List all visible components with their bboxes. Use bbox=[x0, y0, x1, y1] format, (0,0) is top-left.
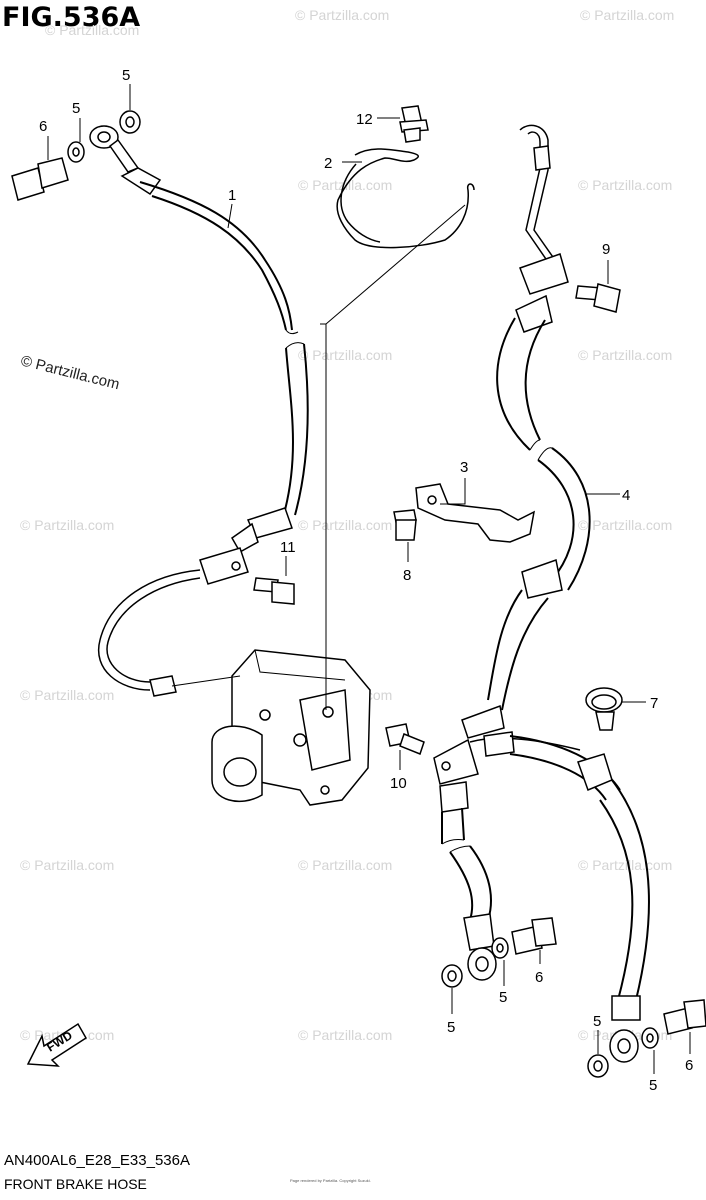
bracket-3 bbox=[415, 483, 536, 543]
bolt-9 bbox=[575, 283, 621, 313]
washer-5-middle-a bbox=[491, 937, 509, 959]
brake-hose-4 bbox=[433, 124, 591, 785]
callout-8: 8 bbox=[403, 567, 411, 584]
watermark: © Partzilla.com bbox=[298, 857, 392, 873]
figure-title: FIG.536A bbox=[2, 2, 141, 33]
callout-7: 7 bbox=[650, 695, 658, 712]
callout-leaders bbox=[47, 84, 691, 1074]
callout-5: 5 bbox=[593, 1013, 601, 1030]
washer-5-bottom-b bbox=[587, 1054, 609, 1078]
callout-4: 4 bbox=[622, 487, 630, 504]
bolt-12 bbox=[399, 105, 429, 143]
leader-line bbox=[325, 204, 466, 325]
watermark: © Partzilla.com bbox=[298, 177, 392, 193]
union-bolt-6-top bbox=[11, 157, 69, 201]
abs-hydraulic-unit bbox=[171, 649, 371, 806]
callout-5: 5 bbox=[447, 1019, 455, 1036]
callout-2: 2 bbox=[324, 155, 332, 172]
clip-7 bbox=[585, 687, 623, 731]
callout-5: 5 bbox=[122, 67, 130, 84]
callout-5: 5 bbox=[499, 989, 507, 1006]
watermark: © Partzilla.com bbox=[578, 857, 672, 873]
watermark: © Partzilla.com bbox=[298, 1027, 392, 1043]
callout-6: 6 bbox=[39, 118, 47, 135]
callout-5: 5 bbox=[72, 100, 80, 117]
brake-hose-lower-right bbox=[469, 731, 650, 1063]
callout-10: 10 bbox=[390, 775, 407, 792]
washer-5-bottom-a bbox=[641, 1027, 659, 1049]
callout-6: 6 bbox=[535, 969, 543, 986]
figure-code: AN400AL6_E28_E33_536A bbox=[4, 1152, 190, 1169]
callout-labels: 6 5 5 1 2 12 3 4 9 11 8 7 10 5 5 6 5 5 6 bbox=[39, 67, 693, 1094]
brake-hose-lower-left bbox=[439, 781, 497, 981]
callout-3: 3 bbox=[460, 459, 468, 476]
watermark: © Partzilla.com bbox=[578, 517, 672, 533]
bolt-8 bbox=[393, 509, 417, 541]
bolt-10 bbox=[385, 723, 425, 755]
callout-6: 6 bbox=[685, 1057, 693, 1074]
bolt-11 bbox=[253, 577, 295, 605]
watermark: © Partzilla.com bbox=[580, 7, 674, 23]
watermark: © Partzilla.com bbox=[578, 347, 672, 363]
union-bolt-6-bottom bbox=[663, 999, 706, 1035]
watermark: © Partzilla.com bbox=[20, 857, 114, 873]
fine-print: Page rendered by Partzilla. Copyright Su… bbox=[290, 1178, 371, 1183]
callout-9: 9 bbox=[602, 241, 610, 258]
watermark: © Partzilla.com bbox=[295, 7, 389, 23]
washer-5-middle-b bbox=[441, 964, 463, 988]
union-bolt-6-middle bbox=[511, 917, 557, 955]
callout-5: 5 bbox=[649, 1077, 657, 1094]
watermark: © Partzilla.com bbox=[298, 517, 392, 533]
watermark: © Partzilla.com bbox=[20, 517, 114, 533]
brake-hose-1 bbox=[89, 125, 309, 697]
callout-12: 12 bbox=[356, 111, 373, 128]
watermark-prominent: © Partzilla.com bbox=[19, 352, 121, 393]
watermark: © Partzilla.com bbox=[578, 177, 672, 193]
washer-5-top-b bbox=[119, 110, 141, 134]
callout-1: 1 bbox=[228, 187, 236, 204]
hose-clamp-2 bbox=[336, 148, 475, 249]
washer-5-top-a bbox=[67, 141, 85, 163]
callout-11: 11 bbox=[280, 539, 296, 556]
watermark: © Partzilla.com bbox=[298, 347, 392, 363]
watermark: © Partzilla.com bbox=[45, 22, 139, 38]
figure-caption: FRONT BRAKE HOSE bbox=[4, 1176, 147, 1192]
watermark: © Partzilla.com bbox=[20, 687, 114, 703]
